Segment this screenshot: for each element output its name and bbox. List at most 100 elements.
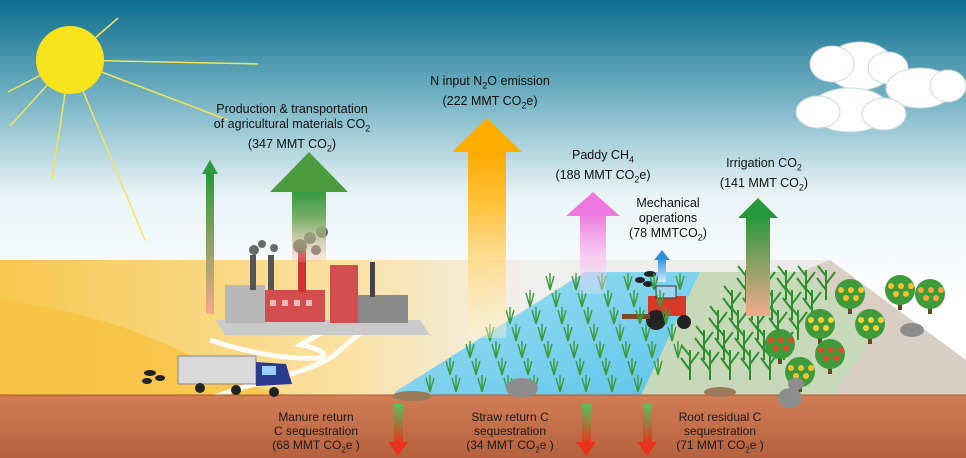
rice-plant xyxy=(517,341,527,359)
corn-plant xyxy=(728,305,748,340)
production-label: Production & transportation of agricultu… xyxy=(213,102,371,153)
rice-plant xyxy=(633,375,643,393)
rice-plant xyxy=(563,324,573,342)
fruit-tree xyxy=(855,309,885,344)
rice-plant xyxy=(675,273,685,291)
arrow-irrigation xyxy=(738,198,778,316)
corn-plant xyxy=(782,285,802,320)
fruit-tree xyxy=(765,329,795,364)
corn-plant xyxy=(776,265,796,300)
corn-plant xyxy=(740,345,760,380)
fruit-tree xyxy=(885,275,915,310)
rice-plant xyxy=(601,358,611,376)
fruit-tree xyxy=(815,339,845,374)
rice-plant xyxy=(445,358,455,376)
manure-label: Manure return C sequestration (68 MMT CO… xyxy=(272,410,360,455)
rice-plant xyxy=(471,358,481,376)
rice-plant xyxy=(653,358,663,376)
corn-plant xyxy=(754,325,774,360)
rice-plant xyxy=(673,341,683,359)
rocks xyxy=(506,323,924,408)
rice-plant xyxy=(641,324,651,342)
arrow-mechanical xyxy=(654,250,670,282)
soil-layer xyxy=(0,395,966,458)
rice-plant xyxy=(525,290,535,308)
rice-plant xyxy=(491,341,501,359)
arrow-n-input xyxy=(452,118,522,338)
crop-field xyxy=(640,272,880,398)
rice-plant xyxy=(661,307,671,325)
orchard-trees xyxy=(765,275,945,392)
arrow-production-thin xyxy=(202,160,218,314)
corn-plant xyxy=(680,345,700,380)
rice-plant xyxy=(555,375,565,393)
corn-plant xyxy=(760,345,780,380)
fruit-tree xyxy=(835,279,865,314)
straw-piles xyxy=(392,387,736,401)
corn-plant xyxy=(788,305,808,340)
corn-plants xyxy=(680,265,836,380)
rice-plant xyxy=(571,273,581,291)
arrow-straw xyxy=(576,404,596,456)
arrow-production xyxy=(270,152,348,262)
rice-plant xyxy=(621,341,631,359)
corn-plant xyxy=(708,305,728,340)
corn-plant xyxy=(720,345,740,380)
corn-plant xyxy=(700,345,720,380)
rice-plant xyxy=(505,307,515,325)
rice-plant xyxy=(551,290,561,308)
rice-plant xyxy=(583,307,593,325)
rice-plant xyxy=(615,324,625,342)
cloud-icon xyxy=(795,41,966,133)
rice-plant xyxy=(595,341,605,359)
fruit-tree xyxy=(915,279,945,314)
rice-plant xyxy=(589,324,599,342)
corn-plant xyxy=(748,305,768,340)
rice-plant xyxy=(667,324,677,342)
n-input-label: N input N2O emission (222 MMT CO2e) xyxy=(430,74,550,110)
rice-plant xyxy=(655,290,665,308)
straw-label: Straw return C sequestration (34 MMT CO2… xyxy=(466,410,554,455)
corn-plant xyxy=(734,325,754,360)
rice-plant xyxy=(635,307,645,325)
rice-plant xyxy=(531,307,541,325)
corn-plant xyxy=(768,305,788,340)
fruit-tree xyxy=(805,309,835,344)
rice-plant xyxy=(425,375,435,393)
rice-plant xyxy=(451,375,461,393)
corn-plant xyxy=(714,325,734,360)
sun-icon xyxy=(7,17,259,241)
rice-plant xyxy=(465,341,475,359)
rice-plant xyxy=(537,324,547,342)
corn-plant xyxy=(694,325,714,360)
rice-plant xyxy=(627,358,637,376)
rice-plant xyxy=(511,324,521,342)
rice-plant xyxy=(629,290,639,308)
corn-plant xyxy=(722,285,742,320)
rice-plant xyxy=(477,375,487,393)
rice-plant xyxy=(649,273,659,291)
rice-plant xyxy=(523,358,533,376)
corn-plant xyxy=(796,265,816,300)
arrow-root xyxy=(637,404,657,456)
rice-plant xyxy=(543,341,553,359)
arrow-manure xyxy=(388,404,408,456)
rice-plant xyxy=(575,358,585,376)
rice-plant xyxy=(581,375,591,393)
corn-plant xyxy=(816,265,836,300)
rice-plant xyxy=(557,307,567,325)
rice-plant xyxy=(569,341,579,359)
root-label: Root residual C sequestration (71 MMT CO… xyxy=(676,410,764,455)
rice-plant xyxy=(545,273,555,291)
rice-plant xyxy=(623,273,633,291)
corn-plant xyxy=(802,285,822,320)
rice-plant xyxy=(549,358,559,376)
arrow-paddy xyxy=(566,192,620,294)
mechanical-label: Mechanical operations (78 MMTCO2) xyxy=(629,196,707,243)
truck-icon xyxy=(142,355,292,397)
rice-plant xyxy=(609,307,619,325)
paddy-field xyxy=(395,272,700,398)
rice-plant xyxy=(647,341,657,359)
